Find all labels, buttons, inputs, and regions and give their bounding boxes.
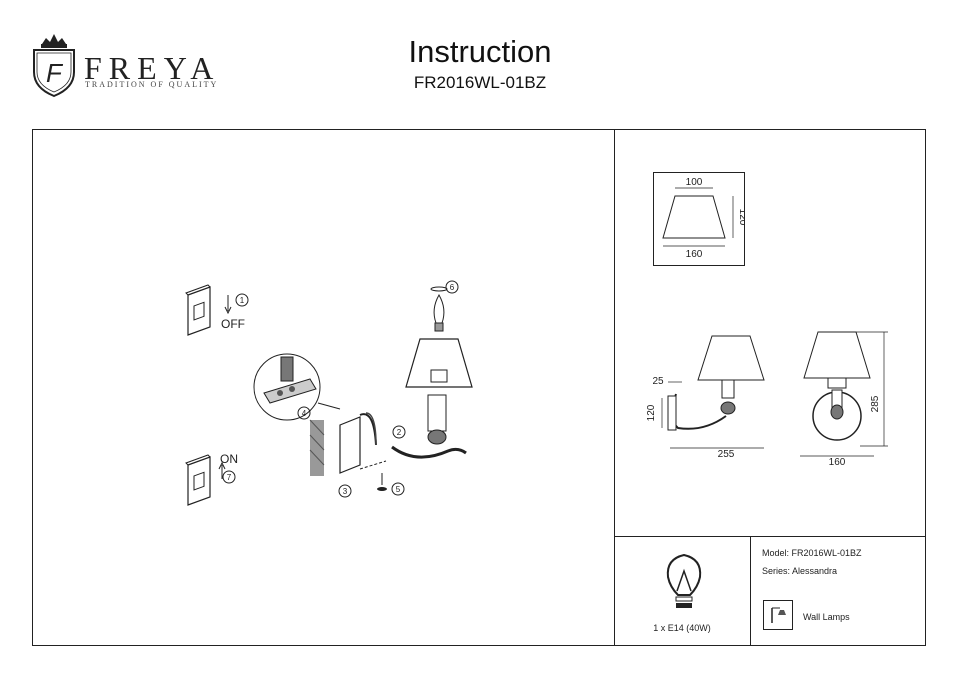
- bulb-spec-text: 1 x E14 (40W): [653, 623, 711, 633]
- shade-dimension-drawing: 100 160 120: [662, 177, 745, 260]
- shade-bottom-width: 160: [686, 249, 703, 260]
- frame-divider-vertical: [614, 129, 615, 646]
- instruction-frame: [32, 129, 926, 646]
- lamp-dimension-drawing: 25 120 255 160 285: [646, 331, 888, 468]
- step-6-number: 6: [450, 283, 455, 292]
- wall-hatch: [309, 419, 325, 476]
- lamp-arm: [391, 445, 467, 459]
- off-label: OFF: [221, 317, 245, 331]
- category-label: Wall Lamps: [803, 612, 850, 622]
- page-title: Instruction: [408, 34, 552, 69]
- total-height-dimension: 285: [870, 395, 881, 412]
- step-2-number: 2: [397, 428, 402, 437]
- shade-dimension-box: [653, 172, 745, 266]
- switch-on-icon: [185, 454, 226, 506]
- detail-magnifier: [253, 353, 341, 421]
- lamp-shade: [405, 338, 473, 388]
- back-plate: [339, 416, 361, 474]
- model-number: FR2016WL-01BZ: [413, 73, 547, 92]
- step-3-number: 3: [343, 487, 348, 496]
- candle-holder: [427, 394, 447, 432]
- step-4-number: 4: [302, 409, 307, 418]
- switch-off-icon: [185, 284, 232, 336]
- bulb-spec-icon: [666, 553, 702, 608]
- step-5-number: 5: [396, 485, 401, 494]
- frame-divider-horizontal: [614, 536, 926, 537]
- on-label: ON: [220, 452, 238, 466]
- brand-tagline: TRADITION OF QUALITY: [85, 80, 219, 89]
- model-line: Model: FR2016WL-01BZ: [762, 548, 862, 558]
- crest-icon: F: [33, 34, 75, 98]
- shade-height: 120: [737, 209, 745, 226]
- brand-logo: F FREYA TRADITION OF QUALITY: [28, 30, 238, 100]
- info-divider: [750, 536, 751, 646]
- series-line: Series: Alessandra: [762, 566, 838, 576]
- step-1-number: 1: [240, 296, 245, 305]
- width-dimension: 255: [718, 449, 735, 460]
- shade-top-width: 100: [686, 177, 703, 188]
- brand-name: FREYA: [84, 50, 221, 86]
- wall-lamp-category-icon: [763, 600, 793, 630]
- plate-dimension: 160: [829, 457, 846, 468]
- arm-height-dimension: 120: [646, 404, 657, 421]
- depth-dimension: 25: [652, 376, 664, 387]
- bulb-icon: [430, 286, 448, 332]
- wiring: [359, 413, 377, 446]
- step-7-number: 7: [227, 473, 232, 482]
- assembly-diagram: 1 OFF ON 7 4 3 5 2: [185, 280, 473, 506]
- svg-text:F: F: [46, 58, 64, 88]
